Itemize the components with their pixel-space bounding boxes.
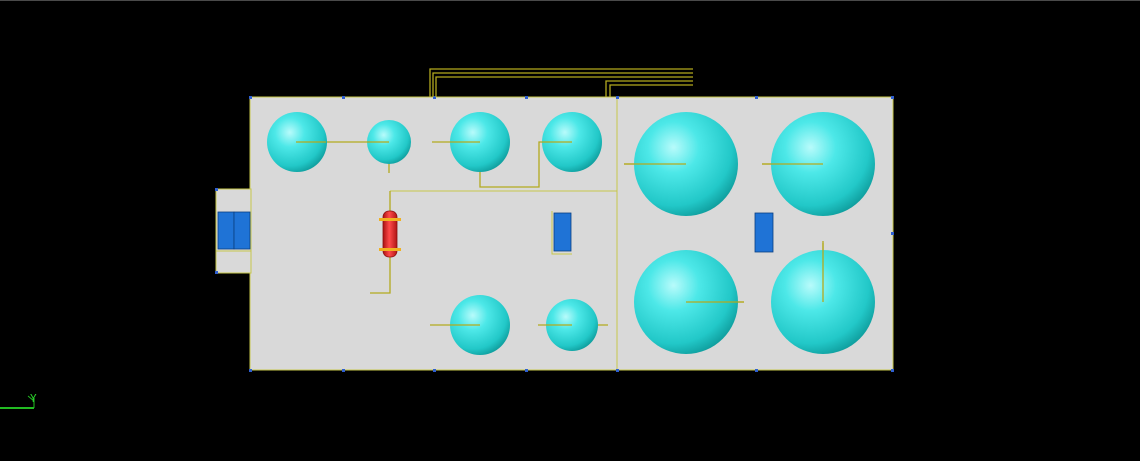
grid-point: [249, 369, 252, 372]
grid-markers: [215, 96, 894, 372]
grid-point: [215, 188, 218, 191]
grid-point: [891, 232, 894, 235]
door-right: [754, 212, 774, 253]
grid-point: [433, 369, 436, 372]
grid-point: [525, 369, 528, 372]
overhead-pipes[interactable]: [429, 68, 693, 97]
heat-exchanger[interactable]: [379, 210, 401, 258]
grid-point: [433, 96, 436, 99]
axis-triad-icon: [0, 395, 35, 409]
grid-point: [891, 96, 894, 99]
grid-point: [525, 96, 528, 99]
axis-y-label: Y: [30, 392, 37, 405]
large-tank-nozzles: [624, 163, 824, 303]
grid-point: [755, 96, 758, 99]
grid-point: [342, 96, 345, 99]
grid-point: [249, 96, 252, 99]
grid-point: [616, 369, 619, 372]
tank-nozzles: [296, 141, 572, 326]
grid-point: [215, 271, 218, 274]
door-frames: [216, 211, 572, 255]
doors[interactable]: [217, 211, 774, 253]
grid-point: [755, 369, 758, 372]
door-middle: [553, 212, 572, 252]
grid-point: [891, 369, 894, 372]
door-left-b: [233, 211, 251, 250]
grid-point: [616, 96, 619, 99]
door-left-a: [217, 211, 235, 250]
grid-point: [342, 369, 345, 372]
